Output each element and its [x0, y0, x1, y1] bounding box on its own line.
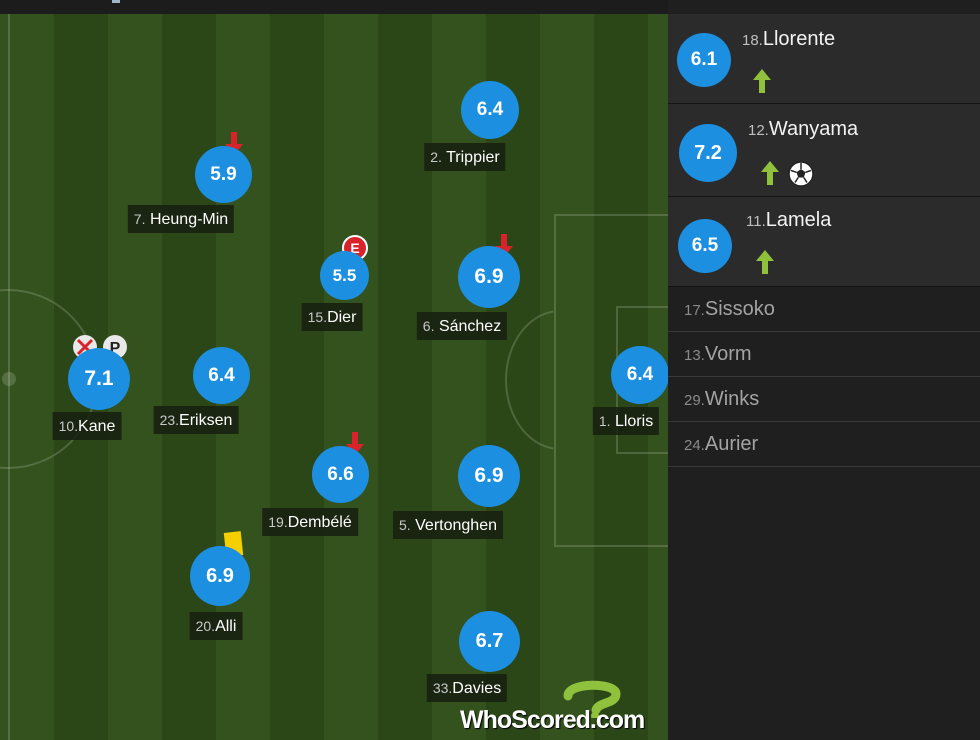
player-name: Sánchez	[438, 318, 502, 335]
player-number: 6.	[422, 318, 435, 334]
player-number: 33.	[432, 680, 453, 696]
substitute-label: 18.Llorente	[742, 28, 835, 51]
arrow-up-icon	[756, 250, 774, 274]
player-label: 15.Dier	[301, 303, 363, 331]
player-label: 10.Kane	[52, 412, 122, 440]
player-label: 33.Davies	[426, 674, 508, 702]
player-name: Alli	[215, 618, 237, 635]
player-number: 10.	[58, 418, 79, 434]
top-bar-mark	[112, 0, 120, 3]
substitute-label: 11.Lamela	[746, 209, 831, 232]
player-number: 15.	[307, 309, 328, 325]
rating-bubble: 6.4	[611, 346, 668, 404]
whoscored-logo: WhoScored.com	[458, 678, 663, 740]
substitute-llorente[interactable]: 6.1 18.Llorente	[668, 14, 980, 104]
player-name: Kane	[78, 418, 116, 435]
bench-item-winks[interactable]: 29.Winks	[668, 377, 980, 422]
bench-number: 24.	[684, 437, 705, 454]
rating-bubble: 6.9	[458, 246, 520, 308]
player-name: Trippier	[446, 149, 500, 166]
player-label: 23.Eriksen	[153, 406, 239, 434]
player-label: 19.Dembélé	[262, 508, 358, 536]
bench-item-vorm[interactable]: 13.Vorm	[668, 332, 980, 377]
rating-bubble: 7.1	[68, 348, 130, 410]
substitute-number: 12.	[748, 122, 769, 139]
player-number: 5.	[399, 517, 411, 533]
player-number: 19.	[268, 514, 288, 530]
substitute-number: 11.	[746, 213, 766, 230]
center-spot	[2, 372, 16, 386]
soccer-ball-icon	[788, 161, 814, 187]
rating-bubble: 5.5	[320, 251, 369, 300]
player-label: 20.Alli	[189, 612, 243, 640]
arrow-up-icon	[753, 69, 771, 93]
rating-bubble: 6.9	[190, 546, 250, 606]
player-name: Vertonghen	[415, 517, 497, 534]
bench-item-aurier[interactable]: 24.Aurier	[668, 422, 980, 467]
bench-name: Vorm	[704, 343, 752, 365]
svg-text:P: P	[110, 340, 121, 357]
player-label: 2. Trippier	[424, 143, 506, 171]
rating-bubble: 6.6	[312, 446, 369, 503]
player-number: 7.	[133, 211, 146, 227]
svg-text:E: E	[350, 240, 359, 256]
rating-bubble: 6.7	[459, 611, 520, 672]
substitute-name: Wanyama	[768, 118, 859, 140]
rating-bubble: 5.9	[195, 146, 252, 203]
rating-bubble: 6.5	[678, 219, 732, 273]
player-name: Heung-Min	[149, 211, 229, 228]
player-label: 1. Lloris	[592, 407, 660, 435]
logo-suffix: .com	[589, 706, 645, 734]
rating-bubble: 6.4	[193, 347, 250, 404]
rating-bubble: 6.4	[461, 81, 519, 139]
rating-bubble: 6.9	[458, 445, 520, 507]
logo-question-mark-icon	[563, 680, 621, 718]
player-number: 1.	[598, 413, 611, 429]
bench-name: Winks	[704, 388, 760, 410]
player-name: Lloris	[614, 413, 654, 430]
rating-bubble: 7.2	[679, 124, 737, 182]
bench-item-sissoko[interactable]: 17.Sissoko	[668, 287, 980, 332]
player-name: Dembélé	[287, 514, 352, 531]
substitute-wanyama[interactable]: 7.2 12.Wanyama	[668, 104, 980, 197]
player-number: 20.	[195, 618, 216, 634]
substitute-number: 18.	[742, 32, 763, 49]
substitute-lamela[interactable]: 6.5 11.Lamela	[668, 197, 980, 287]
penalty-area	[554, 214, 668, 547]
player-label: 6. Sánchez	[416, 312, 508, 340]
player-name: Dier	[327, 309, 357, 326]
player-name: Eriksen	[179, 412, 233, 429]
logo-text: WhoScored	[460, 706, 591, 734]
bench-number: 29.	[684, 392, 705, 409]
substitutes-sidebar: 6.1 18.Llorente 7.2 12.Wanyama 6.5 11.La…	[668, 0, 980, 740]
substitute-name: Lamela	[765, 209, 832, 231]
player-number: 2.	[430, 149, 442, 165]
arrow-up-icon	[761, 161, 779, 185]
substitute-name: Llorente	[762, 28, 836, 50]
player-number: 23.	[159, 412, 180, 428]
bench-number: 17.	[684, 302, 705, 319]
pitch: P 7.1 10.Kane 6.4 23.Eriksen 5.9 7. Heun…	[0, 14, 668, 740]
player-name: Davies	[452, 680, 502, 697]
bench-number: 13.	[684, 347, 705, 364]
bench-name: Sissoko	[704, 298, 775, 320]
rating-bubble: 6.1	[677, 33, 731, 87]
player-label: 5. Vertonghen	[393, 511, 503, 539]
bench-name: Aurier	[704, 433, 759, 455]
substitute-label: 12.Wanyama	[748, 118, 858, 141]
player-label: 7. Heung-Min	[127, 205, 235, 233]
